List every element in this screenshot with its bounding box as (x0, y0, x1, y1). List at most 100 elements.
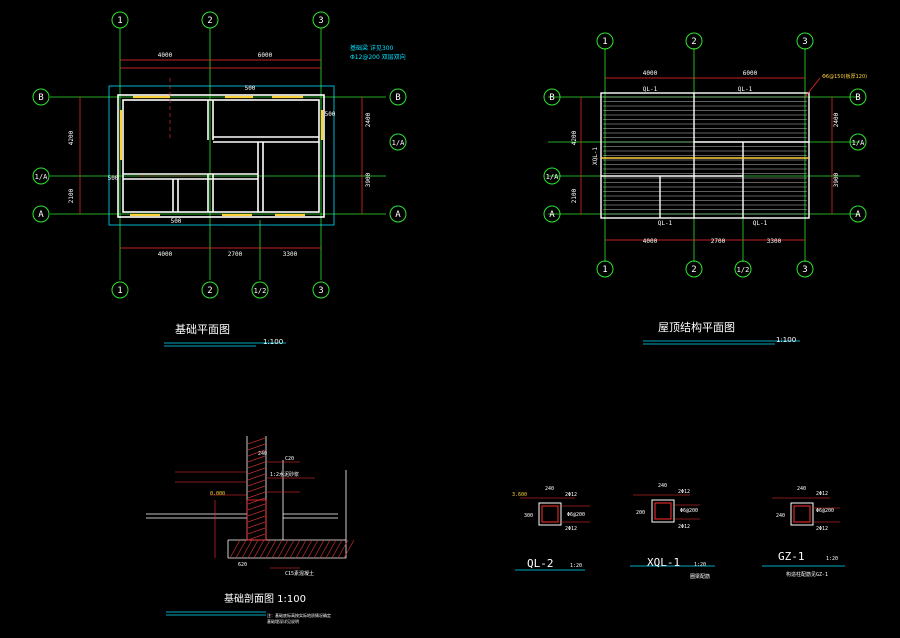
detail-3-dim-1: 240 (797, 486, 806, 492)
section-hatch-line (241, 539, 253, 559)
p1-axis-left-3: A (38, 210, 44, 220)
titles: 基础平面图 1:100 屋顶结构平面图 1:100 基础剖面图 1:100 注：… (175, 320, 796, 624)
p1-axis-bot-4: 3 (318, 286, 323, 296)
section-hatch (229, 437, 355, 559)
section-hatch-line (277, 539, 289, 559)
axis-bubbles (32, 11, 867, 299)
p2-dim-bot-3: 3300 (767, 238, 782, 245)
plan2-beams (600, 92, 810, 219)
p1-axis-right-3: A (395, 210, 401, 220)
detail-1-dim-2: 300 (524, 513, 533, 519)
section-hatch-line (301, 539, 313, 559)
section-hatch-line (235, 539, 247, 559)
p1-axis-bot-1: 1 (117, 286, 122, 296)
detail-3-title: GZ-1 (778, 550, 805, 563)
plan2-title: 屋顶结构平面图 (658, 320, 735, 334)
plan1-dimlines (79, 59, 363, 249)
details-group (164, 340, 845, 571)
section-wall-hatch-line (247, 497, 266, 505)
detail-2-rebar-3: Φ6@200 (680, 508, 698, 514)
section-note-2: 0.000 (210, 491, 225, 497)
p2-dim-left-1: 4200 (571, 130, 578, 145)
plan2-group (548, 48, 860, 262)
plan1-openings (119, 95, 324, 217)
section-hatch-line (265, 539, 277, 559)
section-hatch-line (259, 539, 271, 559)
section-wall-hatch-line (247, 491, 266, 499)
p1-dim-right-2: 3900 (365, 172, 372, 187)
section-hatch-line (331, 539, 343, 559)
detail-2-scale: 1:20 (694, 562, 706, 568)
p1-note-1: 基础梁 详见300 (350, 44, 394, 52)
p2-dim-right-1: 2400 (833, 112, 840, 127)
p2-axis-bot-4: 3 (802, 265, 807, 275)
section-hatch-line (343, 539, 355, 559)
p2-axis-left-3: A (549, 210, 555, 220)
p2-axis-right-1: B (855, 93, 860, 103)
p1-axis-bot-2: 2 (207, 286, 212, 296)
section-note-6: C15素混凝土 (285, 570, 314, 577)
p1-mark-4: 500 (171, 218, 182, 225)
section-wall-hatch-line (247, 527, 266, 535)
section-hatch-line (313, 539, 325, 559)
p2-axis-top-2: 2 (691, 37, 696, 47)
p2-axis-bot-2: 2 (691, 265, 696, 275)
p1-mark-3: 500 (108, 175, 119, 182)
section-note-4: 1:2水泥砂浆 (270, 471, 299, 478)
p1-dim-top-1: 4000 (158, 52, 173, 59)
p2-dim-right-2: 3900 (833, 172, 840, 187)
detail-1-rebar-2: 2Φ12 (565, 526, 577, 532)
section-wall-hatch-line (247, 443, 266, 451)
p1-axis-right-1: B (395, 93, 400, 103)
section-hatch-line (289, 539, 301, 559)
section-wall-hatch-line (247, 467, 266, 475)
section-hatch-line (253, 539, 265, 559)
section-wall-hatch-line (247, 449, 266, 457)
p2-axis-left-2: 1/A (546, 173, 559, 181)
section-wall-hatch-line (247, 521, 266, 529)
p1-note-2: Φ12@200 双层双向 (350, 53, 406, 61)
p2-dim-left-2: 2100 (571, 188, 578, 203)
detail-2-dim-2: 200 (636, 510, 645, 516)
p2-beam-3: QL-1 (658, 220, 673, 227)
p2-dim-bot-1: 4000 (643, 238, 658, 245)
section-hatch-line (229, 539, 241, 559)
detail-3-scale: 1:20 (826, 556, 838, 562)
p1-mark-2: 500 (325, 111, 336, 118)
section-footnote-2: 基础埋深详见说明 (267, 618, 299, 624)
p2-dim-top-1: 4000 (643, 70, 658, 77)
section-wall-hatch-line (247, 479, 266, 487)
p1-mark-1: 500 (245, 85, 256, 92)
detail-3-rebar-3: Φ6@200 (816, 508, 834, 514)
dim-labels: 4000 6000 4000 2700 3300 4200 2100 2400 … (68, 52, 840, 258)
plan2-dimlines (580, 77, 833, 241)
section-hatch-line (319, 539, 331, 559)
detail-2-note: 圈梁配筋 (690, 573, 710, 580)
p1-dim-top-2: 6000 (258, 52, 273, 59)
p1-dim-left-1: 4200 (68, 130, 75, 145)
detail-3-note: 构造柱配筋见GZ-1 (786, 571, 828, 578)
p1-dim-right-1: 2400 (365, 112, 372, 127)
p1-dim-bot-3: 3300 (283, 251, 298, 258)
p2-beam-1: QL-1 (643, 86, 658, 93)
p2-beam-2: QL-1 (738, 86, 753, 93)
section-wall-hatch-line (247, 437, 266, 445)
section-wall-hatch-line (247, 503, 266, 511)
p1-dim-bot-1: 4000 (158, 251, 173, 258)
section-hatch-line (307, 539, 319, 559)
section-hatch-line (271, 539, 283, 559)
section-hatch-line (283, 539, 295, 559)
plan1-group (50, 28, 386, 280)
section-note-1: 240 (258, 451, 267, 457)
detail-1-rebar-1: 2Φ12 (565, 492, 577, 498)
detail-2-title: XQL-1 (647, 556, 680, 569)
detail-3-rebar-1: 2Φ12 (816, 491, 828, 497)
p2-note: Φ6@150(板厚120) (822, 73, 867, 80)
p1-axis-top-3: 3 (318, 16, 323, 26)
detail-2-rebar-1: 2Φ12 (678, 489, 690, 495)
p2-axis-bot-3: 1/2 (737, 266, 750, 274)
p2-axis-top-1: 1 (602, 37, 607, 47)
section-wall-hatch-line (247, 533, 266, 541)
p2-dim-bot-2: 2700 (711, 238, 726, 245)
